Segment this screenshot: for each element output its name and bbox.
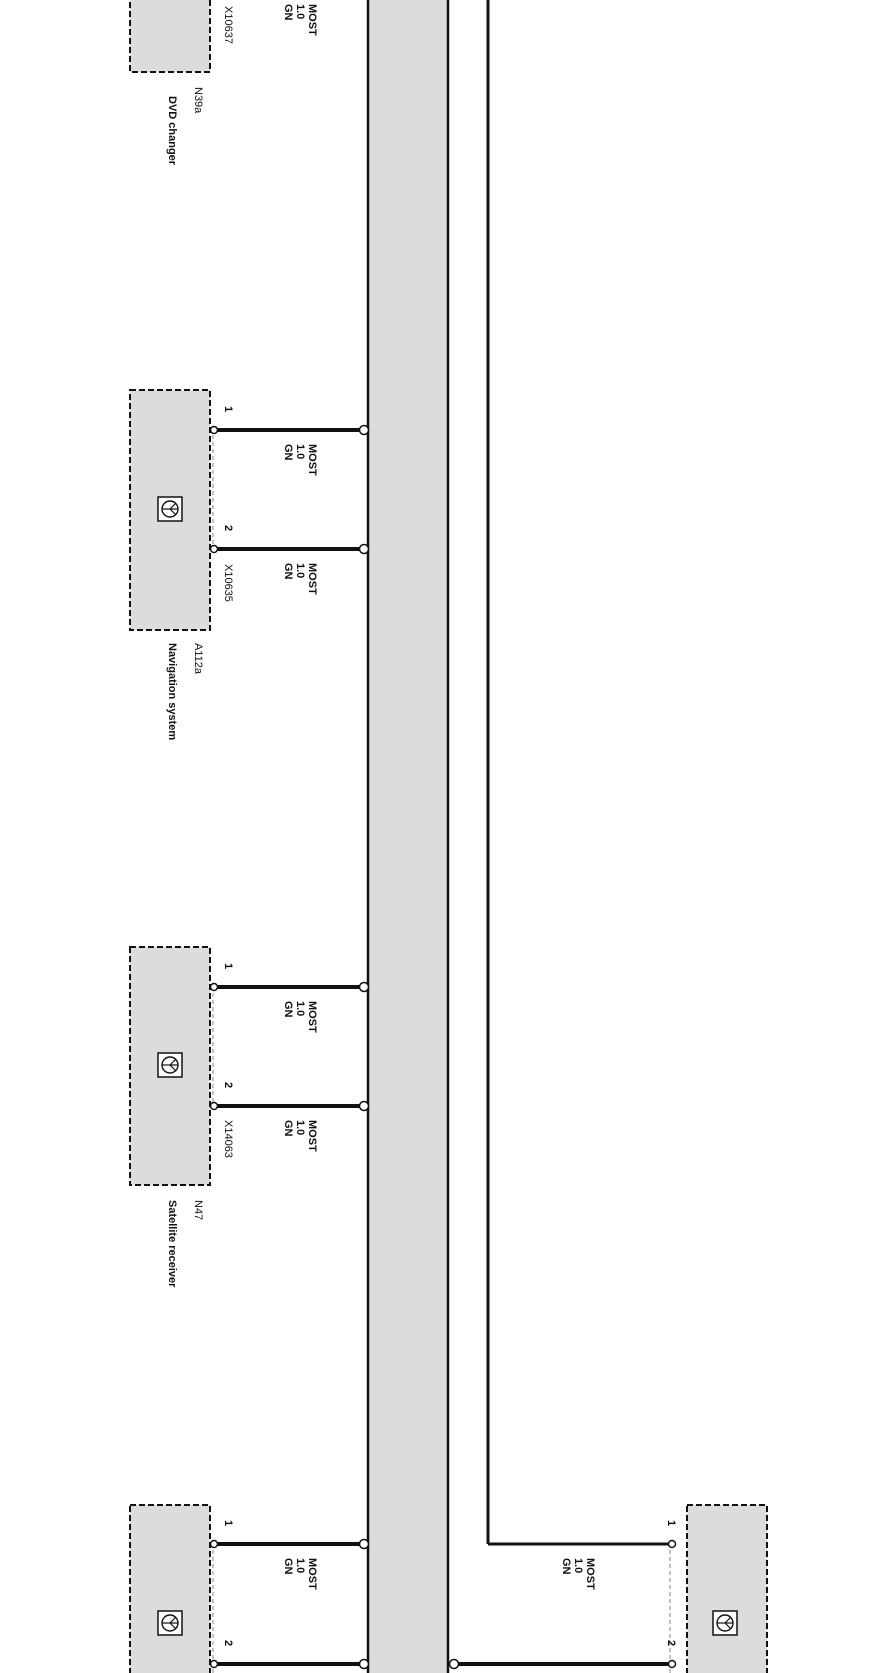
wire-size: 1.0	[294, 444, 306, 460]
wire-label: MOST 1.0 GN	[282, 1001, 318, 1033]
wire-size: 1.0	[294, 1558, 306, 1574]
wire-bus: MOST	[584, 1558, 596, 1590]
pin-number: 1	[665, 1520, 677, 1527]
wire-bus: MOST	[306, 1001, 318, 1033]
wire-color: GN	[282, 1120, 294, 1137]
wire-color: GN	[282, 563, 294, 580]
wire-size: 1.0	[294, 4, 306, 20]
wire-color: GN	[282, 4, 294, 21]
wire-color: GN	[560, 1558, 572, 1575]
wire-size: 1.0	[294, 1001, 306, 1017]
pin-number: 2	[665, 1640, 677, 1647]
pin-number: 2	[222, 525, 234, 532]
wire-bus: MOST	[306, 1558, 318, 1590]
wire-size: 1.0	[572, 1558, 584, 1574]
connector-id: X10637	[222, 6, 234, 44]
fiber-optic-icon	[157, 496, 183, 522]
wire-size: 1.0	[294, 563, 306, 579]
pin-number: 1	[222, 1520, 234, 1527]
module-id: A112a	[192, 643, 204, 674]
wire-bus: MOST	[306, 4, 318, 36]
module-bottom-left	[129, 1504, 370, 1673]
module-id: N39a	[192, 87, 204, 114]
wire-color: GN	[282, 444, 294, 461]
module-name: Satellite receiver	[166, 1200, 178, 1288]
wire-bus: MOST	[306, 563, 318, 595]
wire-label: MOST 1.0 GN	[282, 444, 318, 476]
module-id: N47	[192, 1200, 204, 1221]
wire-label: MOST 1.0 GN	[282, 1558, 318, 1590]
wire-bus: MOST	[306, 444, 318, 476]
module-dvd-changer	[129, 0, 211, 73]
wire-size: 1.0	[294, 1120, 306, 1136]
wire-label: MOST 1.0 GN	[282, 563, 318, 595]
wire-label: MOST 1.0 GN	[560, 1558, 596, 1590]
most-bus-trunk	[366, 0, 450, 1673]
wire-color: GN	[282, 1001, 294, 1018]
fiber-optic-icon	[712, 1610, 738, 1636]
module-name: Navigation system	[166, 643, 178, 741]
wire-bus: MOST	[306, 1120, 318, 1152]
wire-color: GN	[282, 1558, 294, 1575]
pin-number: 2	[222, 1640, 234, 1647]
pin-number: 1	[222, 963, 234, 970]
fiber-optic-icon	[157, 1610, 183, 1636]
wire-label: MOST 1.0 GN	[282, 1120, 318, 1152]
module-name: DVD changer	[166, 96, 178, 166]
pin-number: 2	[222, 1082, 234, 1089]
connector-id: X14063	[222, 1120, 234, 1158]
wire-label: MOST 1.0 GN	[282, 4, 318, 36]
connector-id: X10635	[222, 564, 234, 602]
fiber-optic-icon	[157, 1052, 183, 1078]
module-bottom-right	[448, 1504, 768, 1673]
pin-number: 1	[222, 406, 234, 413]
